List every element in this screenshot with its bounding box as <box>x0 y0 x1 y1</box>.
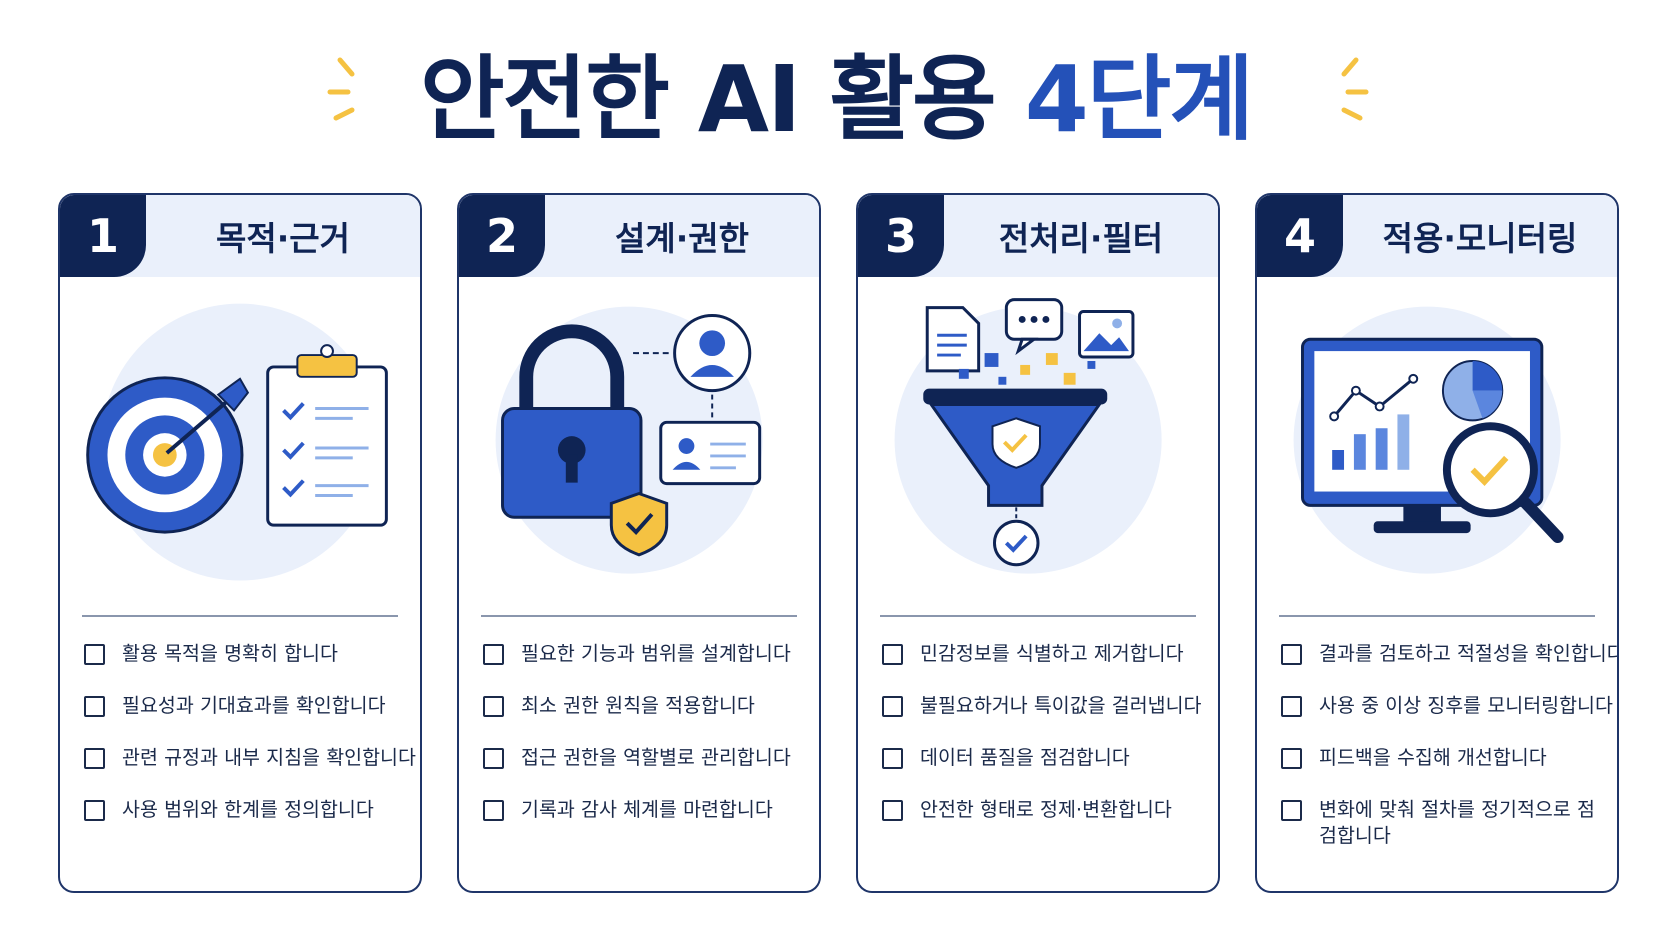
divider <box>880 615 1196 617</box>
checkbox[interactable] <box>1281 800 1302 821</box>
card-header: 2 설계·권한 <box>459 195 819 277</box>
item-text: 불필요하거나 특이값을 걸러냅니다 <box>920 694 1202 717</box>
checkbox[interactable] <box>882 748 903 769</box>
list-item: 활용 목적을 명확히 합니다 <box>84 641 412 693</box>
line-chart-icon <box>1329 373 1419 422</box>
monitoring-illustration <box>1293 306 1564 574</box>
checkbox[interactable] <box>1281 748 1302 769</box>
list-item: 필요성과 기대효과를 확인합니다 <box>84 693 412 745</box>
lock-access-illustration <box>495 306 763 574</box>
id-card-icon <box>659 420 762 486</box>
checklist: 민감정보를 식별하고 제거합니다 불필요하거나 특이값을 걸러냅니다 데이터 품… <box>882 641 1210 849</box>
item-text: 결과를 검토하고 적절성을 확인합니다 <box>1319 642 1619 665</box>
step-card-4: 4 적용·모니터링 <box>1255 193 1619 893</box>
item-text: 데이터 품질을 점검합니다 <box>920 746 1130 769</box>
clipboard-icon <box>266 344 388 527</box>
checklist: 결과를 검토하고 적절성을 확인합니다 사용 중 이상 징후를 모니터링합니다 … <box>1281 641 1617 857</box>
step-number: 3 <box>858 195 944 277</box>
checkbox[interactable] <box>84 644 105 665</box>
sparkle-left-icon <box>327 57 355 121</box>
list-item: 데이터 품질을 점검합니다 <box>882 745 1210 797</box>
filter-funnel-illustration <box>894 298 1162 574</box>
title-main: 안전한 AI 활용 <box>419 46 1025 153</box>
checklist: 활용 목적을 명확히 합니다 필요성과 기대효과를 확인합니다 관련 규정과 내… <box>84 641 416 849</box>
list-item: 기록과 감사 체계를 마련합니다 <box>483 797 811 849</box>
item-text: 피드백을 수집해 개선합니다 <box>1319 746 1547 769</box>
step-title: 적용·모니터링 <box>1382 219 1578 258</box>
list-item: 필요한 기능과 범위를 설계합니다 <box>483 641 811 693</box>
magnifier-check-icon <box>1442 422 1564 543</box>
card-header: 1 목적·근거 <box>60 195 420 277</box>
item-text: 사용 범위와 한계를 정의합니다 <box>122 798 374 821</box>
list-item: 불필요하거나 특이값을 걸러냅니다 <box>882 693 1210 745</box>
checkbox[interactable] <box>483 748 504 769</box>
checkbox[interactable] <box>483 696 504 717</box>
divider <box>481 615 797 617</box>
step-title: 전처리·필터 <box>998 219 1164 258</box>
item-text: 기록과 감사 체계를 마련합니다 <box>521 798 773 821</box>
step-card-2: 2 설계·권한 필요한 기능과 범 <box>457 193 821 893</box>
item-text: 변화에 맞춰 절차를 정기적으로 점검합니다 <box>1319 798 1595 847</box>
checkbox[interactable] <box>483 800 504 821</box>
checkbox[interactable] <box>1281 644 1302 665</box>
shield-check-icon <box>609 491 669 557</box>
list-item: 안전한 형태로 정제·변환합니다 <box>882 797 1210 849</box>
check-circle-icon <box>993 519 1040 567</box>
checkbox[interactable] <box>84 748 105 769</box>
target-checklist-illustration <box>86 303 388 581</box>
sparkle-right-icon <box>1341 57 1369 121</box>
list-item: 관련 규정과 내부 지침을 확인합니다 <box>84 745 416 797</box>
document-icon <box>925 306 981 373</box>
item-text: 사용 중 이상 징후를 모니터링합니다 <box>1319 694 1613 717</box>
list-item: 피드백을 수집해 개선합니다 <box>1281 745 1609 797</box>
step-number: 2 <box>459 195 545 277</box>
title-area: 안전한 AI 활용 4단계 <box>0 40 1672 160</box>
page-title: 안전한 AI 활용 4단계 <box>419 40 1254 160</box>
checkbox[interactable] <box>483 644 504 665</box>
checkbox[interactable] <box>882 696 903 717</box>
checkbox[interactable] <box>84 696 105 717</box>
divider <box>1279 615 1595 617</box>
checkbox[interactable] <box>882 644 903 665</box>
pie-chart-icon <box>1441 360 1504 422</box>
list-item: 사용 범위와 한계를 정의합니다 <box>84 797 412 849</box>
card-header: 3 전처리·필터 <box>858 195 1218 277</box>
item-text: 활용 목적을 명확히 합니다 <box>122 642 338 665</box>
checkbox[interactable] <box>1281 696 1302 717</box>
checkbox[interactable] <box>882 800 903 821</box>
checklist: 필요한 기능과 범위를 설계합니다 최소 권한 원칙을 적용합니다 접근 권한을… <box>483 641 811 849</box>
image-icon <box>1078 310 1135 359</box>
list-item: 최소 권한 원칙을 적용합니다 <box>483 693 811 745</box>
divider <box>82 615 398 617</box>
list-item: 변화에 맞춰 절차를 정기적으로 점검합니다 <box>1281 797 1609 857</box>
target-icon <box>86 376 250 534</box>
step-card-1: 1 목적·근거 활용 목적을 명확히 <box>58 193 422 893</box>
list-item: 민감정보를 식별하고 제거합니다 <box>882 641 1210 693</box>
step-title: 설계·권한 <box>615 219 749 258</box>
title-highlight: 4단계 <box>1024 46 1254 153</box>
list-item: 접근 권한을 역할별로 관리합니다 <box>483 745 811 797</box>
item-text: 최소 권한 원칙을 적용합니다 <box>521 694 755 717</box>
user-avatar-icon <box>673 314 752 393</box>
list-item: 사용 중 이상 징후를 모니터링합니다 <box>1281 693 1613 745</box>
item-text: 민감정보를 식별하고 제거합니다 <box>920 642 1184 665</box>
bar-chart-icon <box>1332 414 1410 470</box>
item-text: 필요성과 기대효과를 확인합니다 <box>122 694 386 717</box>
step-card-3: 3 전처리·필터 <box>856 193 1220 893</box>
funnel-icon <box>923 388 1108 507</box>
step-number: 4 <box>1257 195 1343 277</box>
padlock-icon <box>501 324 643 519</box>
item-text: 안전한 형태로 정제·변환합니다 <box>920 798 1172 821</box>
card-header: 4 적용·모니터링 <box>1257 195 1617 277</box>
step-title: 목적·근거 <box>216 219 350 258</box>
item-text: 접근 권한을 역할별로 관리합니다 <box>521 746 791 769</box>
chat-bubble-icon <box>1004 298 1064 356</box>
item-text: 필요한 기능과 범위를 설계합니다 <box>521 642 791 665</box>
item-text: 관련 규정과 내부 지침을 확인합니다 <box>122 746 416 769</box>
list-item: 결과를 검토하고 적절성을 확인합니다 <box>1281 641 1617 693</box>
step-number: 1 <box>60 195 146 277</box>
checkbox[interactable] <box>84 800 105 821</box>
